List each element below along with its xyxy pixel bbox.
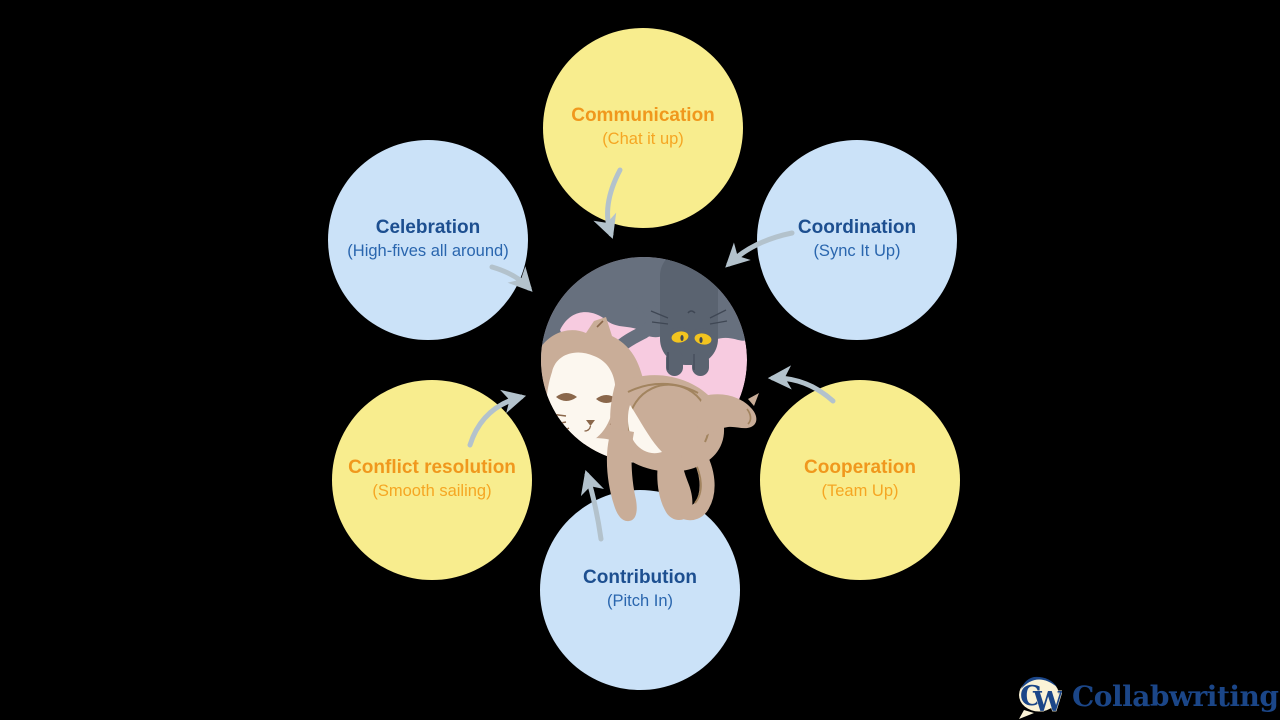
- node-title: Communication: [571, 105, 715, 127]
- cw-logo-icon: C W: [1019, 676, 1062, 719]
- node-subtitle: (High-fives all around): [347, 242, 509, 261]
- cat-whiskers-icon: [650, 309, 728, 325]
- collabwriting-logo: C W Collabwriting: [1016, 674, 1279, 720]
- logo-wordmark: Collabwriting: [1072, 680, 1279, 713]
- node-communication: Communication (Chat it up): [543, 28, 743, 228]
- cat-eye-icon: [694, 333, 712, 345]
- white-belly: [627, 405, 662, 454]
- dark-cat: [650, 257, 728, 376]
- cat-whiskers-icon: [542, 412, 633, 438]
- svg-text:W: W: [1032, 687, 1062, 718]
- outstretched-paw: [697, 394, 757, 440]
- node-celebration: Celebration (High-fives all around): [328, 140, 528, 340]
- cats-cuddling-illustration: [541, 257, 759, 522]
- closed-eye-icon: [596, 395, 617, 403]
- node-subtitle: (Sync It Up): [813, 242, 901, 261]
- node-title: Cooperation: [804, 457, 916, 479]
- node-subtitle: (Team Up): [821, 482, 899, 501]
- node-conflict-resolution: Conflict resolution (Smooth sailing): [332, 380, 532, 580]
- node-coordination: Coordination (Sync It Up): [757, 140, 957, 340]
- closed-eye-icon: [556, 393, 577, 401]
- node-subtitle: (Pitch In): [606, 592, 674, 611]
- cat-eye-icon: [671, 331, 689, 343]
- node-title: Conflict resolution: [348, 457, 516, 479]
- node-subtitle: (Smooth sailing): [372, 482, 492, 501]
- node-title: Contribution: [583, 567, 697, 589]
- node-cooperation: Cooperation (Team Up): [760, 380, 960, 580]
- gray-cat-body: [541, 257, 747, 365]
- pink-circle-background: [541, 257, 747, 463]
- svg-text:C: C: [1020, 681, 1042, 712]
- cat-nose-icon: [586, 420, 595, 426]
- beige-cat: [541, 317, 651, 463]
- node-contribution: Contribution (Pitch In): [540, 490, 740, 690]
- gray-cat-tail: [605, 289, 661, 397]
- node-title: Coordination: [797, 217, 917, 239]
- white-face: [546, 352, 616, 446]
- node-subtitle: (Chat it up): [602, 130, 684, 149]
- pink-gap: [560, 312, 642, 351]
- hip-line: [627, 383, 710, 443]
- node-title: Celebration: [375, 217, 481, 239]
